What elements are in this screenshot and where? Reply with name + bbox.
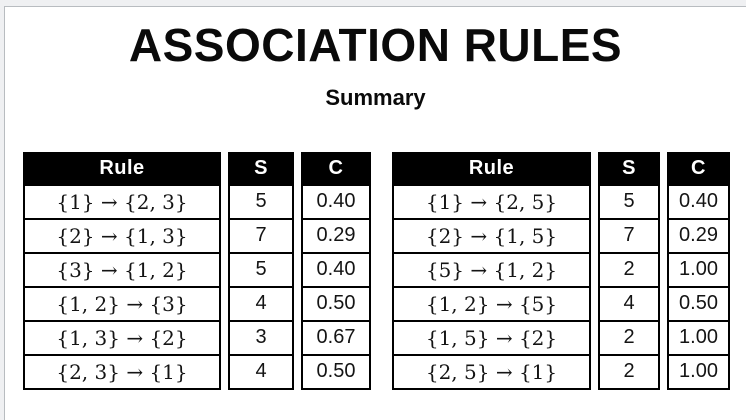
support-cell: 7 <box>598 217 660 254</box>
support-cell: 2 <box>598 251 660 288</box>
column-gap <box>591 183 598 220</box>
column-gap <box>591 217 598 254</box>
header-column-gap <box>294 151 301 186</box>
column-gap <box>294 285 301 322</box>
column-gap <box>294 319 301 356</box>
rule-cell: {1, 3} → {2} <box>23 319 221 356</box>
support-cell: 3 <box>228 319 294 356</box>
column-gap <box>221 251 228 288</box>
column-gap <box>660 353 667 390</box>
rule-cell: {1} → {2, 3} <box>23 183 221 220</box>
support-cell: 4 <box>598 285 660 322</box>
rule-cell: {1, 2} → {5} <box>392 285 591 322</box>
support-cell: 2 <box>598 353 660 390</box>
page-title: ASSOCIATION RULES <box>128 19 623 71</box>
confidence-cell: 0.40 <box>301 183 371 220</box>
confidence-cell: 1.00 <box>667 251 730 288</box>
column-header-support: S <box>228 151 294 186</box>
rule-cell: {2, 3} → {1} <box>23 353 221 390</box>
column-gap <box>221 319 228 356</box>
column-gap <box>660 251 667 288</box>
column-gap <box>221 285 228 322</box>
rule-cell: {1, 5} → {2} <box>392 319 591 356</box>
confidence-cell: 0.67 <box>301 319 371 356</box>
column-header-rule: Rule <box>392 151 591 186</box>
column-gap <box>294 353 301 390</box>
column-gap <box>221 183 228 220</box>
header-column-gap <box>591 151 598 186</box>
column-gap <box>591 319 598 356</box>
rule-cell: {2} → {1, 3} <box>23 217 221 254</box>
column-gap <box>591 285 598 322</box>
confidence-cell: 1.00 <box>667 353 730 390</box>
confidence-cell: 0.50 <box>667 285 730 322</box>
support-cell: 7 <box>228 217 294 254</box>
column-gap <box>660 285 667 322</box>
confidence-cell: 0.29 <box>667 217 730 254</box>
confidence-cell: 0.40 <box>301 251 371 288</box>
column-gap <box>221 353 228 390</box>
rule-cell: {1, 2} → {3} <box>23 285 221 322</box>
column-gap <box>660 217 667 254</box>
support-cell: 4 <box>228 285 294 322</box>
confidence-cell: 0.50 <box>301 285 371 322</box>
confidence-cell: 0.29 <box>301 217 371 254</box>
support-cell: 5 <box>228 251 294 288</box>
confidence-cell: 0.50 <box>301 353 371 390</box>
column-gap <box>660 319 667 356</box>
header-column-gap <box>660 151 667 186</box>
column-gap <box>294 251 301 288</box>
support-cell: 5 <box>598 183 660 220</box>
confidence-cell: 0.40 <box>667 183 730 220</box>
support-cell: 2 <box>598 319 660 356</box>
column-gap <box>591 353 598 390</box>
rule-cell: {1} → {2, 5} <box>392 183 591 220</box>
column-gap <box>221 217 228 254</box>
column-gap <box>294 183 301 220</box>
support-cell: 4 <box>228 353 294 390</box>
column-gap <box>660 183 667 220</box>
page-subtitle: Summary <box>325 84 426 110</box>
column-gap <box>591 251 598 288</box>
confidence-cell: 1.00 <box>667 319 730 356</box>
column-header-confidence: C <box>667 151 730 186</box>
column-header-rule: Rule <box>23 151 221 186</box>
column-header-support: S <box>598 151 660 186</box>
column-gap <box>294 217 301 254</box>
header-column-gap <box>221 151 228 186</box>
rule-cell: {3} → {1, 2} <box>23 251 221 288</box>
rule-cell: {5} → {1, 2} <box>392 251 591 288</box>
support-cell: 5 <box>228 183 294 220</box>
rule-cell: {2, 5} → {1} <box>392 353 591 390</box>
rule-cell: {2} → {1, 5} <box>392 217 591 254</box>
column-header-confidence: C <box>301 151 371 186</box>
